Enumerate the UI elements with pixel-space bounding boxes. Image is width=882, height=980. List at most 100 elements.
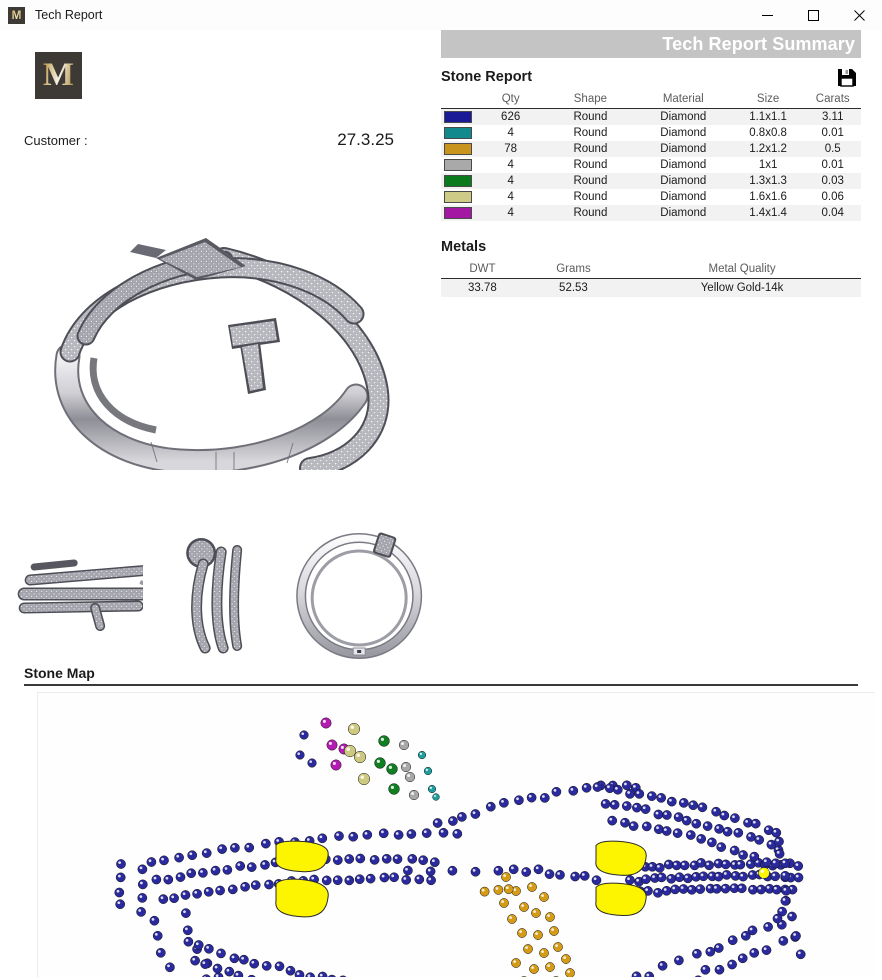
stone-marker [679,798,688,807]
stone-marker [245,843,254,852]
col-qty: Qty [475,91,546,109]
stone-marker [156,948,165,957]
window-titlebar: M Tech Report [0,0,882,30]
stone-marker [430,858,439,867]
table-row[interactable]: 4RoundDiamond1.6x1.60.06 [441,189,861,205]
stone-marker [138,865,147,874]
stone-marker [794,873,803,882]
stone-marker [720,811,729,820]
stone-marker [138,893,147,902]
stone-marker [138,880,147,889]
cell-size: 1.2x1.2 [732,141,805,157]
stone-marker [552,787,561,796]
cell-size: 1x1 [732,157,805,173]
stone-marker [722,870,731,879]
stone-marker [379,736,390,747]
stone-marker [175,853,184,862]
stone-marker [327,975,336,977]
cell-size: 1.4x1.4 [732,205,805,221]
stone-marker [653,888,662,897]
stone-marker [705,861,714,870]
thumbnail-front-view[interactable] [143,520,286,670]
stone-report-title: Stone Report [441,69,532,85]
stone-marker [662,886,671,895]
stone-marker [453,829,462,838]
stone-marker [250,959,259,968]
stone-marker [494,885,503,894]
stone-marker [674,813,683,822]
stone-marker [605,784,614,793]
stone-marker [781,859,790,868]
stone-marker [433,818,442,827]
stone-marker [551,976,560,977]
stone-marker [553,942,562,951]
stone-color-swatch [441,141,475,157]
stone-marker [407,829,416,838]
stone-marker [781,896,790,905]
cell-material: Diamond [635,173,732,189]
cell-carats: 0.01 [804,125,861,141]
stone-marker [261,839,270,848]
stone-map-panel[interactable] [37,692,875,977]
cell-size: 1.3x1.3 [732,173,805,189]
stone-marker [433,794,440,801]
table-row[interactable]: 4RoundDiamond0.8x0.80.01 [441,125,861,141]
stone-map-canvas[interactable] [38,693,875,977]
stone-marker [682,816,691,825]
stone-report-header-row: Qty Shape Material Size Carats [441,91,861,109]
stone-marker [363,830,372,839]
col-size: Size [732,91,805,109]
stone-marker [714,943,723,952]
cell-carats: 0.03 [804,173,861,189]
cell-size: 1.1x1.1 [732,109,805,126]
stone-marker [379,829,388,838]
thumbnail-side-view[interactable] [287,520,430,670]
stone-marker [721,884,730,893]
stone-marker [216,886,225,895]
stone-marker [194,940,203,949]
stone-marker [509,865,518,874]
col-quality: Metal Quality [623,261,861,279]
save-icon[interactable] [837,67,857,87]
table-row[interactable]: 626RoundDiamond1.1x1.13.11 [441,109,861,126]
stone-marker [448,866,457,875]
stone-marker [641,805,650,814]
cell-qty: 4 [475,205,546,221]
table-row[interactable]: 78RoundDiamond1.2x1.20.5 [441,141,861,157]
stone-region [276,879,328,917]
stone-marker [593,782,602,791]
stone-marker [625,789,634,798]
thumbnail-top-view[interactable] [0,520,143,670]
stone-marker [264,880,273,889]
table-row[interactable]: 4RoundDiamond1.3x1.30.03 [441,173,861,189]
cell-shape: Round [546,141,635,157]
table-row[interactable]: 4RoundDiamond1x10.01 [441,157,861,173]
stone-marker [775,849,784,858]
summary-panel: Tech Report Summary Stone Report Qty Sha… [441,30,861,297]
stone-marker [333,876,342,885]
stone-marker [419,856,428,865]
stone-marker [764,922,773,931]
stone-marker [164,875,173,884]
stone-marker [519,902,528,911]
close-button[interactable] [836,0,882,30]
table-row[interactable]: 4RoundDiamond1.4x1.40.04 [441,205,861,221]
stone-marker [159,895,168,904]
stone-color-swatch [441,125,475,141]
stone-marker [655,863,664,872]
stone-marker [181,909,190,918]
stone-map-section: Stone Map [0,665,882,977]
table-row[interactable]: 33.7852.53Yellow Gold-14k [441,279,861,298]
minimize-button[interactable] [744,0,790,30]
cell-shape: Round [546,157,635,173]
company-logo: M [35,52,82,99]
stone-marker [625,875,634,884]
stone-marker [533,930,542,939]
stone-marker [517,928,526,937]
stone-marker [318,972,327,977]
stone-marker [225,967,234,976]
col-grams: Grams [524,261,623,279]
maximize-button[interactable] [790,0,836,30]
cell-material: Diamond [635,157,732,173]
stone-marker [402,875,411,884]
